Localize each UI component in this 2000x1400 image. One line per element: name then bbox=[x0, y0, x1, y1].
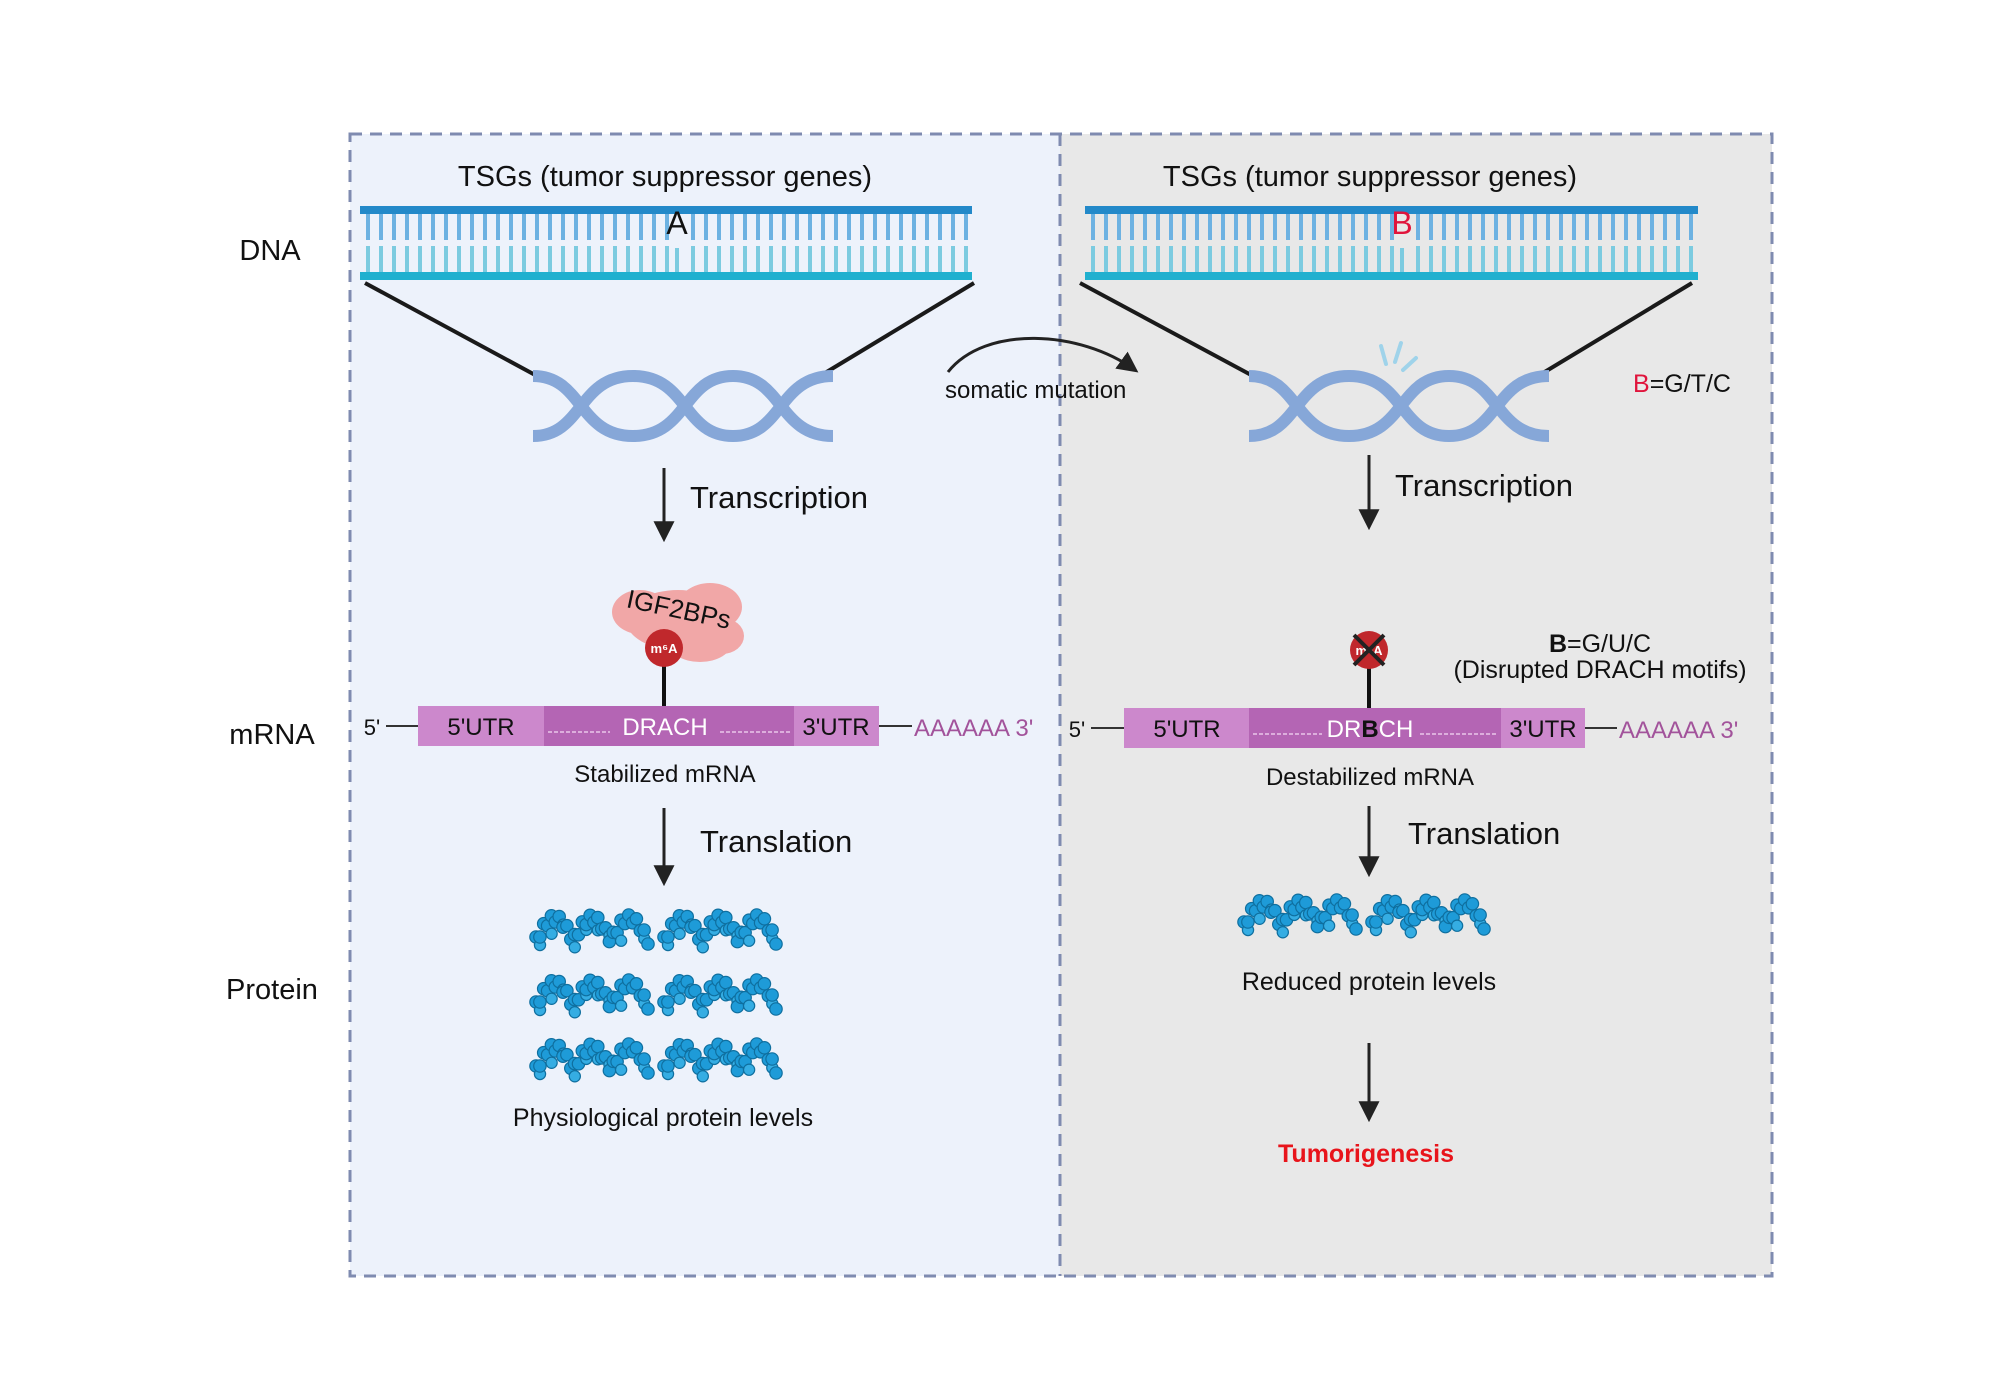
left-m6a-mark bbox=[645, 629, 683, 667]
protein-chain bbox=[1237, 893, 1363, 939]
right-dna-ladder bbox=[1085, 206, 1698, 280]
left-transcription-label: Transcription bbox=[690, 480, 868, 515]
right-five-prime: 5' bbox=[1069, 717, 1085, 742]
left-mrna-caption: Stabilized mRNA bbox=[574, 761, 755, 788]
left-panel bbox=[350, 134, 1060, 1276]
protein-chain bbox=[529, 973, 655, 1019]
right-utr3 bbox=[1501, 708, 1585, 748]
dna-mutation-legend: B=G/T/C bbox=[1633, 370, 1731, 398]
right-coding-region bbox=[1249, 708, 1501, 748]
right-mrna-caption: Destabilized mRNA bbox=[1266, 764, 1474, 791]
left-utr3-label: 3'UTR bbox=[802, 714, 869, 741]
right-translation-label: Translation bbox=[1408, 816, 1560, 851]
helix-damage-mark bbox=[1379, 341, 1418, 372]
protein-chain bbox=[1365, 893, 1491, 939]
right-tsg-title: TSGs (tumor suppressor genes) bbox=[1163, 161, 1577, 193]
left-five-prime: 5' bbox=[364, 715, 380, 740]
right-zoom-line bbox=[1079, 281, 1254, 378]
right-protein-cluster bbox=[1237, 893, 1491, 939]
left-utr5 bbox=[418, 706, 544, 746]
left-protein-cluster bbox=[529, 908, 783, 1083]
right-utr3-label: 3'UTR bbox=[1509, 716, 1576, 743]
right-poly-a: AAAAAA 3' bbox=[1619, 717, 1738, 744]
right-base-letter: B bbox=[1391, 205, 1412, 241]
rna-mutation-note: (Disrupted DRACH motifs) bbox=[1453, 656, 1746, 684]
rna-mutation-legend: B=G/U/C bbox=[1549, 630, 1651, 658]
right-utr5-label: 5'UTR bbox=[1153, 716, 1220, 743]
row-label-dna: DNA bbox=[239, 235, 301, 267]
left-motif-label: DRACH bbox=[622, 714, 707, 741]
right-transcription-label: Transcription bbox=[1395, 468, 1573, 503]
left-zoom-line bbox=[364, 281, 538, 378]
left-m6a-text: m⁶A bbox=[651, 641, 679, 656]
tumorigenesis-label: Tumorigenesis bbox=[1278, 1140, 1454, 1168]
protein-chain bbox=[657, 908, 783, 954]
left-dna-helix bbox=[532, 369, 834, 443]
left-utr3 bbox=[794, 706, 879, 746]
protein-chain bbox=[529, 908, 655, 954]
left-coding-region bbox=[544, 706, 794, 746]
row-label-protein: Protein bbox=[226, 974, 318, 1006]
left-utr5-label: 5'UTR bbox=[447, 714, 514, 741]
left-zoom-line bbox=[818, 281, 976, 378]
right-utr5 bbox=[1124, 708, 1249, 748]
somatic-mutation-arrow bbox=[946, 336, 1139, 373]
row-label-mrna: mRNA bbox=[229, 719, 315, 751]
left-poly-a: AAAAAA 3' bbox=[914, 715, 1033, 742]
left-dna-ladder bbox=[360, 206, 972, 280]
protein-chain bbox=[657, 973, 783, 1019]
right-protein-caption: Reduced protein levels bbox=[1242, 968, 1496, 996]
left-base-letter: A bbox=[666, 205, 688, 241]
right-zoom-line bbox=[1536, 281, 1694, 378]
right-panel bbox=[1060, 134, 1772, 1276]
left-protein-caption: Physiological protein levels bbox=[513, 1104, 813, 1132]
left-tsg-title: TSGs (tumor suppressor genes) bbox=[458, 161, 872, 193]
protein-chain bbox=[657, 1037, 783, 1083]
right-motif-label: DRBCH bbox=[1327, 716, 1414, 743]
somatic-mutation-label: somatic mutation bbox=[945, 377, 1126, 404]
right-dna-helix bbox=[1248, 369, 1550, 443]
m6a-blocked-icon bbox=[1352, 633, 1386, 667]
left-translation-label: Translation bbox=[700, 824, 852, 859]
protein-chain bbox=[529, 1037, 655, 1083]
